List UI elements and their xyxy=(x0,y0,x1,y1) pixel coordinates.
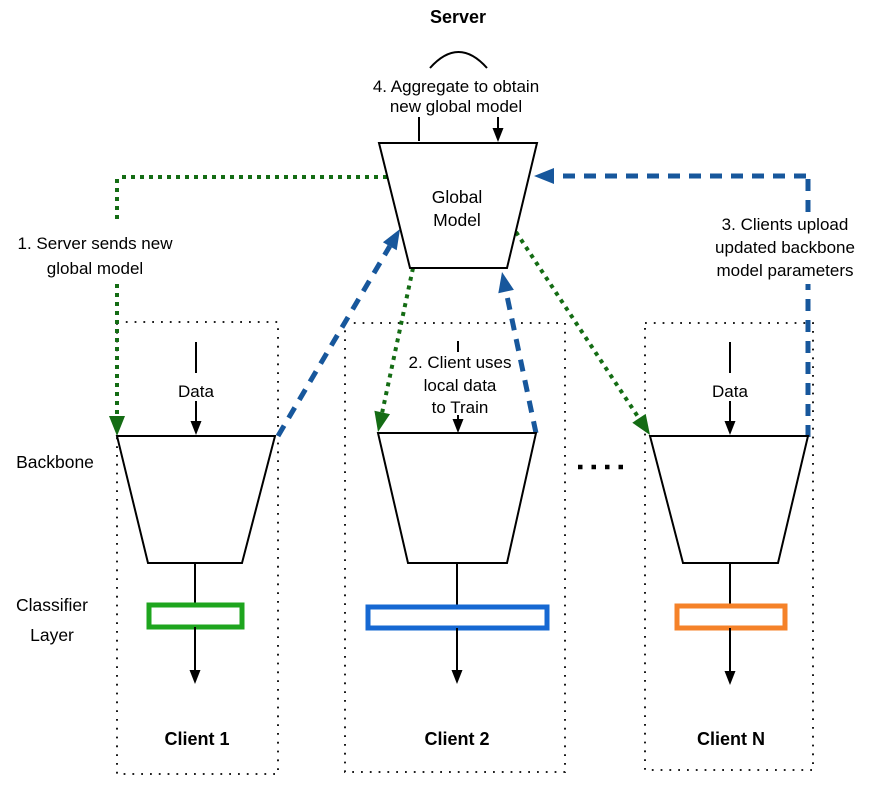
client2-data-arrowhead-icon xyxy=(452,419,464,433)
clientN-name-label: Client N xyxy=(697,729,765,749)
client1-data-arrowhead-icon xyxy=(190,421,202,435)
client1-classifier-rect xyxy=(146,602,245,630)
client1-box xyxy=(116,321,279,775)
clientN-output-arrowhead-icon xyxy=(724,671,736,685)
global-model-trapezoid xyxy=(377,142,539,269)
clientN-data-label: Data xyxy=(712,382,748,401)
step3-label-line3: model parameters xyxy=(716,261,853,280)
download-path-to-client2 xyxy=(380,267,415,413)
upload-arrowhead-client2-icon xyxy=(498,272,514,294)
client2-classifier-rect xyxy=(365,604,550,631)
client1-data-label: Data xyxy=(178,382,214,401)
step3-label-line2: updated backbone xyxy=(715,238,855,257)
download-arrowhead-client2-icon xyxy=(374,410,390,432)
step2-label-line2: local data xyxy=(424,376,497,395)
global-model-label-line1: Global xyxy=(432,187,483,207)
global-model-label-line2: Model xyxy=(433,210,481,230)
upload-path-from-client1 xyxy=(275,244,392,438)
step3-label-line1: 3. Clients upload xyxy=(722,215,849,234)
aggregate-loop-arc xyxy=(429,51,488,69)
aggregate-arrowhead-icon xyxy=(492,128,504,142)
server-title: Server xyxy=(430,7,486,27)
download-path-to-clientN xyxy=(514,230,641,420)
clientN-backbone-trapezoid xyxy=(648,435,810,564)
step1-label-line2: global model xyxy=(47,259,143,278)
clientN-classifier-rect xyxy=(674,603,788,631)
step1-label-line1: 1. Server sends new xyxy=(18,234,174,253)
step4-label-line1: 4. Aggregate to obtain xyxy=(373,77,539,96)
download-arrowhead-clientN-icon xyxy=(632,413,650,435)
step2-label-line3: to Train xyxy=(432,398,489,417)
step2-label-line1: 2. Client uses xyxy=(409,353,512,372)
client1-name-label: Client 1 xyxy=(164,729,229,749)
classifier-label-line1: Classifier xyxy=(16,595,88,615)
clientN-data-arrowhead-icon xyxy=(724,421,736,435)
download-arrow-paths xyxy=(115,175,641,420)
client1-output-arrowhead-icon xyxy=(189,670,201,684)
upload-path-from-client2 xyxy=(503,291,539,434)
upload-arrowhead-right-icon xyxy=(534,168,554,184)
client1-backbone-trapezoid xyxy=(115,435,277,564)
upload-arrowhead-client1-icon xyxy=(382,229,400,251)
download-arrowhead-client1-icon xyxy=(109,416,125,436)
client2-output-arrowhead-icon xyxy=(451,670,463,684)
backbone-label: Backbone xyxy=(16,452,94,472)
client2-name-label: Client 2 xyxy=(424,729,489,749)
step4-label-line2: new global model xyxy=(390,97,522,116)
client2-backbone-trapezoid xyxy=(376,432,538,564)
upload-arrow-paths xyxy=(275,173,811,438)
classifier-label-line2: Layer xyxy=(30,625,74,645)
